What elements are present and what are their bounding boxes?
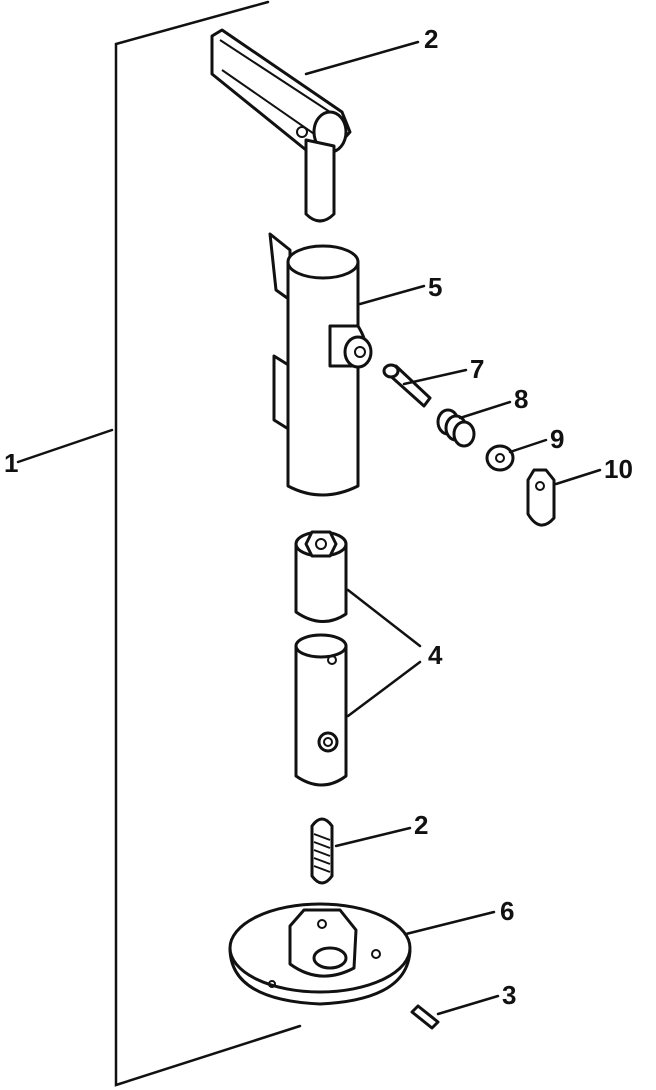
callout-10: 10 xyxy=(604,454,633,484)
callout-9: 9 xyxy=(550,424,564,454)
callout-6: 6 xyxy=(500,896,514,926)
handle-part xyxy=(210,28,352,223)
pin-part xyxy=(382,363,432,408)
callout-8: 8 xyxy=(514,384,528,414)
callout-2-handle: 2 xyxy=(424,24,438,54)
callout-5: 5 xyxy=(428,272,442,302)
coil-spring-part xyxy=(310,817,334,885)
callout-1: 1 xyxy=(4,448,18,478)
callout-2-spring: 2 xyxy=(414,810,428,840)
callout-3: 3 xyxy=(502,980,516,1010)
callout-7: 7 xyxy=(470,354,484,384)
tube-part xyxy=(268,232,373,497)
washer-part xyxy=(485,444,515,472)
callout-4: 4 xyxy=(428,640,443,670)
spring-part xyxy=(436,408,476,448)
assembly-bracket xyxy=(114,0,302,1087)
leader-lines xyxy=(16,40,602,1016)
small-pin-part xyxy=(410,1004,440,1030)
upper-sleeve-part xyxy=(294,530,348,623)
lower-sleeve-part xyxy=(294,633,348,787)
base-plate-part xyxy=(228,902,412,1006)
knob-part xyxy=(526,468,556,527)
